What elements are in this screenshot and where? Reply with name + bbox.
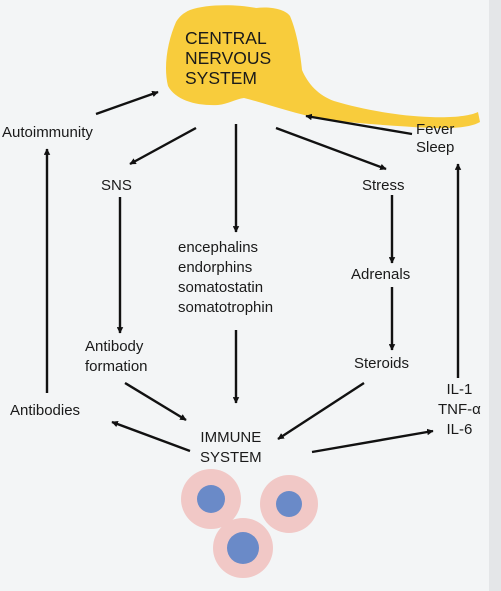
cns-label-line-2: NERVOUS — [185, 48, 272, 68]
neuropeptides-label: encephalins endorphins somatostatin soma… — [178, 238, 273, 318]
encephalins-label: encephalins — [178, 239, 259, 256]
edge-cns-to-sns — [129, 126, 197, 166]
adrenals-label: Adrenals — [351, 266, 411, 283]
page-edge-shadow — [489, 0, 501, 591]
endorphins-label: endorphins — [178, 259, 253, 276]
edge-cns-to-stress — [275, 126, 387, 171]
edge-fever-to-cns — [305, 113, 413, 136]
edge-steroids-to-immune — [277, 381, 365, 441]
formation-label: formation — [85, 358, 148, 375]
fever-sleep-label: Fever Sleep — [416, 121, 454, 157]
sleep-label: Sleep — [416, 139, 455, 156]
edge-autoimmunity-to-cns — [95, 90, 159, 116]
immune-cells — [181, 469, 318, 578]
edge-immune-to-cytokines — [311, 428, 434, 454]
steroids-label: Steroids — [354, 355, 410, 372]
edge-antibody-formation-to-immune — [124, 381, 187, 422]
cns-label-line-3: SYSTEM — [185, 68, 257, 88]
sns-label: SNS — [101, 177, 132, 194]
tnf-alpha-label: TNF-α — [438, 401, 481, 418]
immune-system-label: IMMUNE SYSTEM — [200, 428, 262, 468]
brain-shape — [165, 5, 480, 129]
cytokines-label: IL-1 TNF-α IL-6 — [438, 380, 481, 440]
somatostatin-label: somatostatin — [178, 279, 264, 296]
autoimmunity-label: Autoimmunity — [2, 124, 93, 141]
antibody-label: Antibody — [85, 338, 144, 355]
immune-label: IMMUNE — [200, 429, 262, 446]
stress-label: Stress — [362, 177, 405, 194]
fever-label: Fever — [416, 121, 455, 138]
system-label: SYSTEM — [200, 449, 262, 466]
il6-label: IL-6 — [446, 421, 473, 438]
antibodies-label: Antibodies — [10, 402, 81, 419]
il1-label: IL-1 — [446, 381, 473, 398]
immune-cell-bottom — [213, 518, 273, 578]
immune-cell-right — [260, 475, 318, 533]
somatotrophin-label: somatotrophin — [178, 299, 274, 316]
edge-immune-to-antibodies — [111, 420, 191, 453]
immune-cell-left — [181, 469, 241, 529]
cns-label: CENTRAL NERVOUS SYSTEM — [185, 28, 271, 88]
cns-label-line-1: CENTRAL — [185, 28, 267, 48]
antibody-formation-label: Antibody formation — [85, 337, 148, 377]
